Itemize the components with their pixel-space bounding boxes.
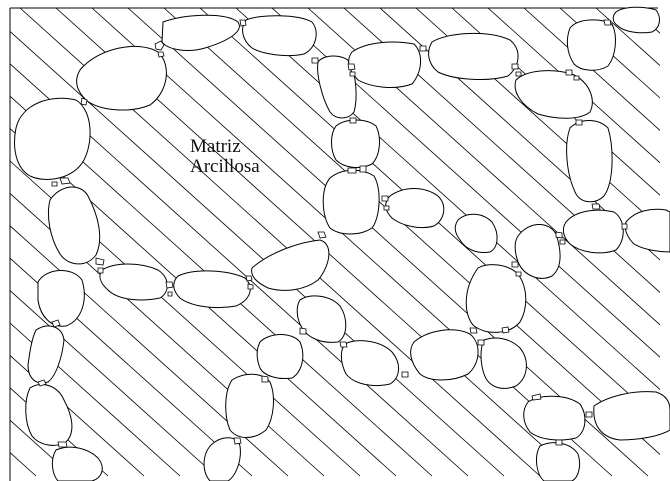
grain	[203, 437, 241, 481]
contact	[347, 165, 367, 174]
grain	[514, 224, 561, 279]
grain	[317, 55, 357, 119]
grain	[76, 45, 167, 111]
hatch-line	[10, 290, 217, 477]
grain	[47, 186, 101, 265]
hatch-line	[10, 387, 109, 477]
hatch-line	[559, 8, 660, 99]
contact	[154, 40, 165, 58]
grain	[465, 264, 527, 333]
grain	[331, 119, 380, 168]
hatch-line	[10, 322, 181, 477]
contact	[575, 119, 583, 126]
contact	[37, 379, 47, 387]
grain	[624, 208, 670, 253]
matrix-label-line2: Arcillosa	[190, 156, 260, 177]
contact	[51, 319, 61, 328]
hatch-line	[10, 30, 505, 477]
grain	[37, 270, 85, 327]
contact	[347, 63, 356, 77]
grain	[27, 325, 65, 384]
grain	[322, 169, 380, 235]
grain	[173, 270, 251, 309]
contact	[80, 97, 88, 106]
grain	[99, 263, 168, 301]
contact	[317, 231, 327, 239]
contact	[419, 45, 427, 52]
hatch-line	[10, 63, 469, 477]
grain	[612, 6, 660, 34]
contact	[57, 441, 68, 448]
grain	[593, 391, 670, 441]
grain	[340, 340, 399, 387]
contact	[585, 411, 593, 418]
contact	[299, 327, 307, 335]
hatch-line	[523, 8, 660, 131]
hatch-line	[10, 95, 433, 477]
contact	[311, 57, 319, 64]
grain	[566, 19, 616, 71]
grain	[256, 334, 304, 379]
grain	[480, 337, 527, 389]
contact	[339, 341, 348, 348]
hatch-line	[415, 8, 660, 229]
grain	[251, 239, 330, 291]
contact	[381, 195, 390, 211]
contact	[531, 393, 542, 401]
grain	[161, 14, 240, 51]
contact	[261, 375, 269, 383]
contact	[51, 177, 71, 187]
contact	[555, 231, 566, 245]
hatch-line	[163, 8, 660, 455]
grain	[242, 15, 317, 57]
grain	[562, 209, 624, 254]
contact	[95, 257, 105, 274]
grain	[566, 120, 613, 203]
contact	[401, 371, 409, 378]
grain	[410, 329, 479, 381]
matrix-label-line1: Matriz	[190, 136, 241, 157]
hatch-line	[91, 8, 613, 477]
contact	[511, 261, 522, 277]
hatch-line	[10, 257, 253, 477]
contact	[511, 63, 522, 77]
contact	[245, 275, 254, 290]
grain-contacts	[37, 19, 628, 448]
contact	[565, 69, 580, 81]
contact	[603, 19, 612, 26]
grain	[428, 33, 519, 80]
grain	[454, 213, 498, 253]
grain	[536, 442, 581, 481]
contact	[239, 19, 247, 27]
grain	[385, 188, 445, 229]
contact	[349, 117, 357, 124]
contact	[621, 223, 628, 230]
hatch-line	[10, 225, 289, 477]
grain	[514, 70, 593, 119]
contact	[469, 327, 485, 346]
grain	[296, 295, 347, 343]
grain	[25, 384, 73, 446]
hatch-line	[10, 128, 397, 477]
grain	[225, 373, 274, 438]
sand-grains	[14, 6, 670, 481]
grain	[14, 97, 91, 180]
grain	[523, 395, 586, 441]
contact	[233, 437, 242, 445]
grain	[348, 41, 421, 88]
contact	[555, 439, 563, 446]
contact	[165, 281, 174, 297]
grain	[51, 446, 103, 481]
contact	[501, 326, 510, 334]
contact	[591, 203, 601, 210]
